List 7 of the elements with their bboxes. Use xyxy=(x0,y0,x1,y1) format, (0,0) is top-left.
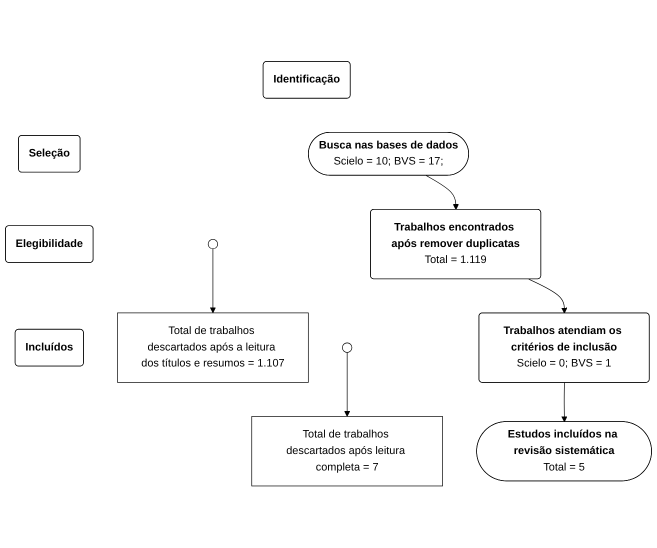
arrow xyxy=(561,382,568,422)
arrow xyxy=(344,352,350,418)
node-box: Total de trabalhos descartados após leitura completa = 7 xyxy=(251,416,443,487)
arrow xyxy=(426,176,459,210)
node-box: Total de trabalhos descartados após a leitura dos títulos e resumos = 1.107 xyxy=(117,312,309,384)
arrow xyxy=(528,279,568,314)
arrow xyxy=(210,248,216,314)
